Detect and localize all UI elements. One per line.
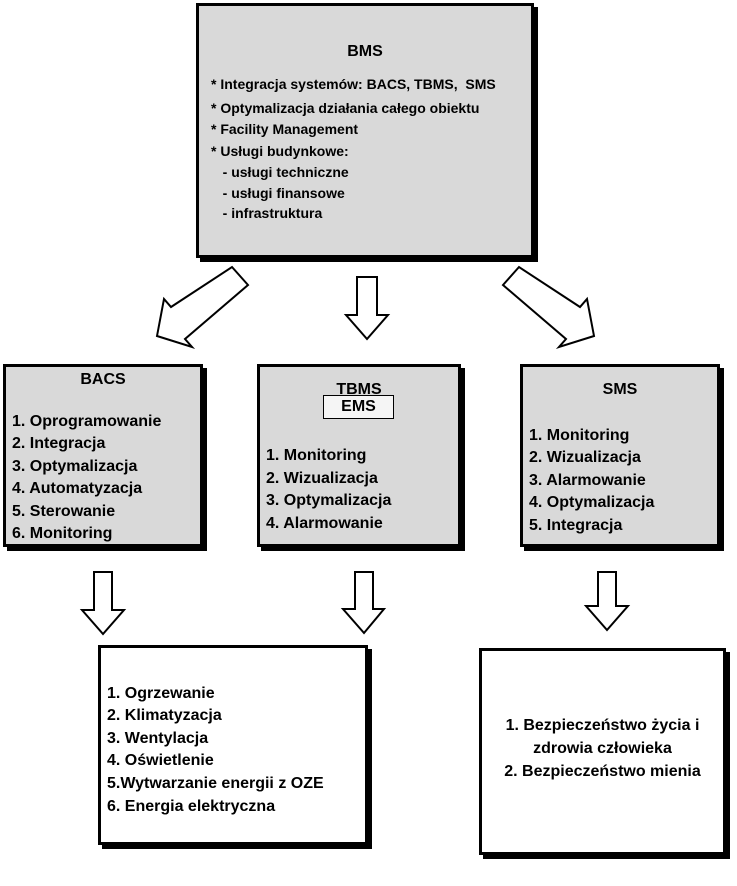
- arrow-tbms-to-media: [340, 571, 387, 635]
- tbms-title: TBMS: [336, 381, 382, 398]
- bms-line: - usługi finansowe: [211, 185, 345, 201]
- tbms-item: 1. Monitoring: [266, 447, 367, 464]
- media-item: 4. Oświetlenie: [107, 752, 214, 769]
- safety-item: zdrowia człowieka: [533, 740, 672, 757]
- bms-line: * Integracja systemów: BACS, TBMS, SMS: [211, 76, 496, 92]
- sms-item: 3. Alarmowanie: [529, 472, 646, 489]
- bacs-box: BACS 1. Oprogramowanie 2. Integracja 3. …: [3, 364, 203, 547]
- bacs-item: 5. Sterowanie: [12, 503, 116, 520]
- sms-item: 2. Wizualizacja: [529, 449, 641, 466]
- bacs-title: BACS: [80, 371, 126, 388]
- tbms-item: 3. Optymalizacja: [266, 492, 392, 509]
- safety-item: 2. Bezpieczeństwo mienia: [504, 763, 701, 780]
- media-item: 5.Wytwarzanie energii z OZE: [107, 775, 324, 792]
- tbms-box: TBMS EMS 1. Monitoring 2. Wizualizacja 3…: [257, 364, 461, 547]
- safety-box: 1. Bezpieczeństwo życia i zdrowia człowi…: [479, 648, 726, 855]
- bacs-item: 4. Automatyzacja: [12, 480, 143, 497]
- bms-line: - usługi techniczne: [211, 164, 349, 180]
- bms-box: BMS * Integracja systemów: BACS, TBMS, S…: [196, 3, 534, 258]
- sms-item: 4. Optymalizacja: [529, 494, 655, 511]
- bacs-item: 6. Monitoring: [12, 525, 113, 542]
- bacs-item: 2. Integracja: [12, 435, 106, 452]
- bacs-item: 3. Optymalizacja: [12, 458, 138, 475]
- media-box: 1. Ogrzewanie 2. Klimatyzacja 3. Wentyla…: [98, 645, 368, 845]
- safety-item: 1. Bezpieczeństwo życia i: [505, 717, 700, 734]
- arrow-sms-to-safety: [583, 571, 631, 632]
- arrow-bms-to-bacs: [155, 265, 250, 350]
- media-item: 1. Ogrzewanie: [107, 685, 215, 702]
- bms-line: * Optymalizacja działania całego obiektu: [211, 100, 480, 116]
- bms-line: * Usługi budynkowe:: [211, 143, 349, 159]
- sms-box: SMS 1. Monitoring 2. Wizualizacja 3. Ala…: [520, 364, 720, 547]
- bms-title: BMS: [347, 43, 383, 60]
- media-item: 2. Klimatyzacja: [107, 707, 222, 724]
- tbms-item: 4. Alarmowanie: [266, 515, 383, 532]
- ems-label: EMS: [323, 395, 394, 419]
- sms-item: 5. Integracja: [529, 517, 623, 534]
- sms-title: SMS: [602, 381, 638, 398]
- sms-item: 1. Monitoring: [529, 427, 630, 444]
- tbms-item: 2. Wizualizacja: [266, 470, 378, 487]
- bms-line: * Facility Management: [211, 121, 359, 137]
- arrow-bms-to-sms: [501, 265, 596, 350]
- arrow-bacs-to-media: [79, 571, 127, 636]
- bacs-item: 1. Oprogramowanie: [12, 413, 162, 430]
- bms-line: - infrastruktura: [211, 205, 323, 221]
- arrow-bms-to-tbms: [343, 276, 391, 341]
- media-item: 3. Wentylacja: [107, 730, 209, 747]
- media-item: 6. Energia elektryczna: [107, 798, 276, 815]
